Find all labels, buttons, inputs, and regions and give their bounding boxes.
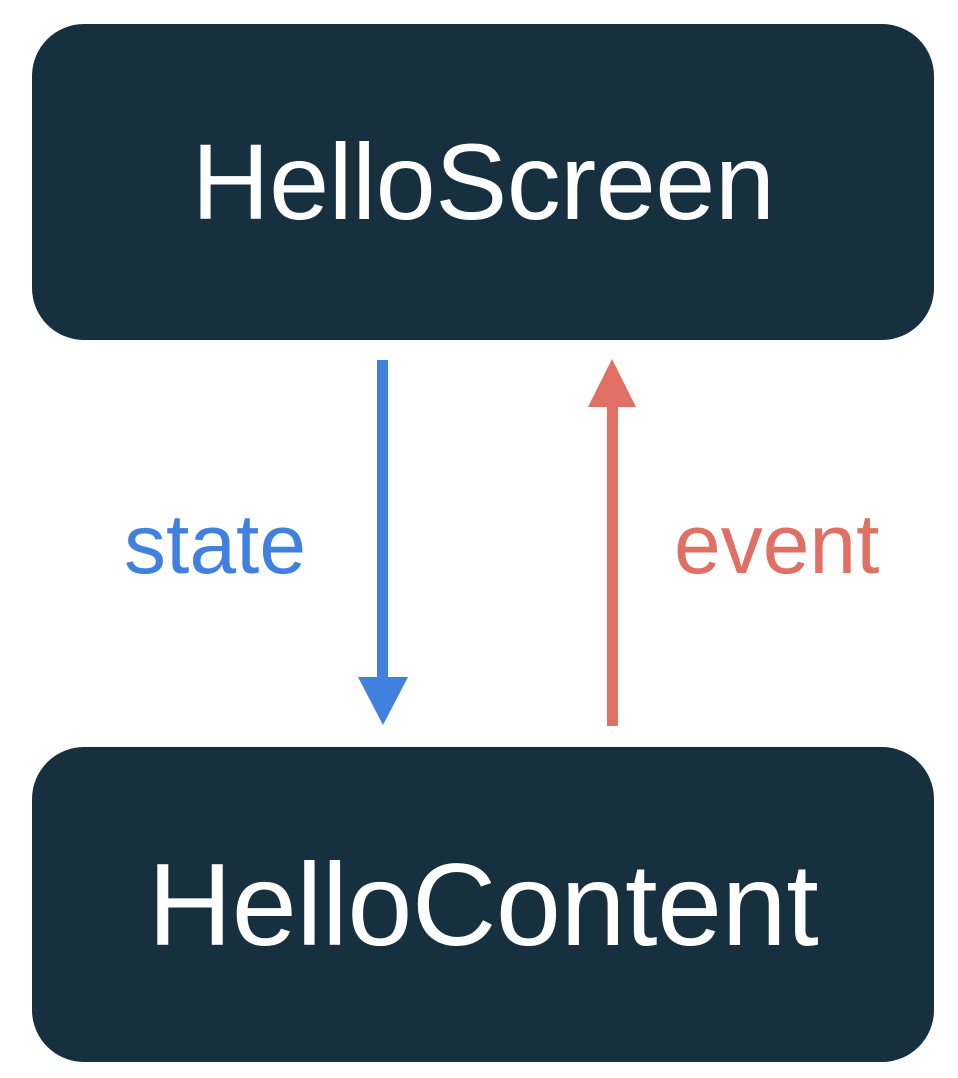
state-arrow-down (358, 360, 408, 725)
node-hello-screen-label: HelloScreen (191, 121, 775, 242)
node-hello-content-label: HelloContent (147, 839, 819, 970)
edge-label-state: state (124, 497, 307, 591)
event-arrow-up (588, 359, 636, 726)
node-hello-content[interactable]: HelloContent (32, 747, 934, 1062)
edge-label-event: event (674, 497, 880, 591)
node-hello-screen[interactable]: HelloScreen (32, 24, 934, 340)
